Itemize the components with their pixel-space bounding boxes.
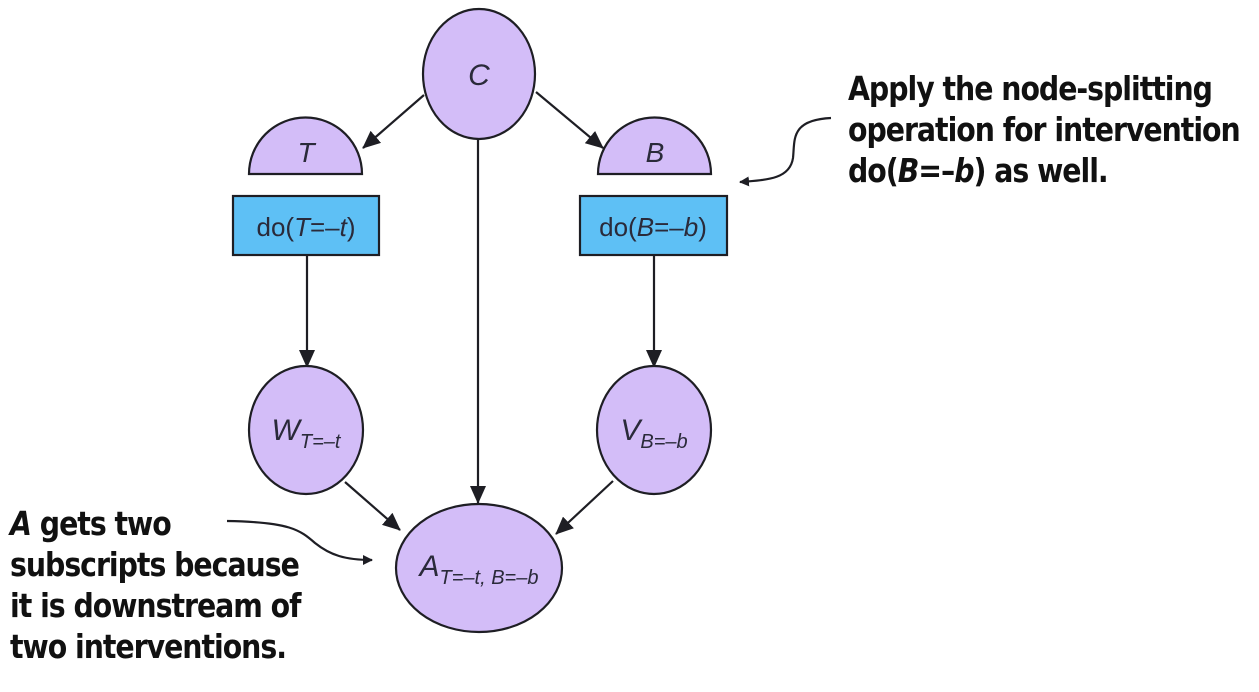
node-b-label: B bbox=[646, 137, 665, 168]
intervention-do-b: do(B=–b) bbox=[578, 194, 729, 257]
node-t-split: T bbox=[247, 116, 364, 176]
node-v-label: VB=–b bbox=[620, 414, 687, 453]
annotation-left-line-1: A gets two bbox=[10, 504, 172, 543]
edge-w-to-a bbox=[344, 481, 401, 531]
annotation-left: A gets two subscripts because it is down… bbox=[10, 503, 301, 667]
annotation-right-line-3: do(B=–b) as well. bbox=[848, 151, 1109, 190]
node-w-label: WT=–t bbox=[272, 414, 342, 453]
node-a-label: AT=–t, B=–b bbox=[418, 550, 539, 589]
annotation-left-line-3: it is downstream of bbox=[10, 586, 301, 625]
edge-v-to-a bbox=[555, 480, 614, 535]
node-c: C bbox=[421, 7, 537, 141]
node-c-label: C bbox=[468, 59, 490, 92]
annotation-arrow-left bbox=[226, 519, 373, 565]
intervention-do-b-label: do(B=–b) bbox=[599, 212, 707, 242]
edge-c-to-b bbox=[535, 91, 604, 149]
node-a: AT=–t, B=–b bbox=[394, 502, 564, 634]
annotation-right: Apply the node-splitting operation for i… bbox=[848, 68, 1241, 191]
intervention-do-t-label: do(T=–t) bbox=[256, 212, 355, 242]
annotation-right-line-1: Apply the node-splitting bbox=[848, 69, 1213, 108]
annotation-right-line-2: operation for intervention bbox=[848, 110, 1241, 149]
node-t-label: T bbox=[297, 137, 316, 168]
intervention-do-t: do(T=–t) bbox=[231, 194, 381, 257]
edge-c-to-t bbox=[362, 94, 425, 149]
node-w: WT=–t bbox=[247, 364, 365, 496]
annotation-left-line-2: subscripts because bbox=[10, 545, 300, 584]
node-b-split: B bbox=[596, 116, 713, 176]
node-v: VB=–b bbox=[595, 364, 713, 496]
annotation-arrow-right bbox=[739, 116, 832, 187]
annotation-left-line-4: two interventions. bbox=[10, 627, 287, 666]
